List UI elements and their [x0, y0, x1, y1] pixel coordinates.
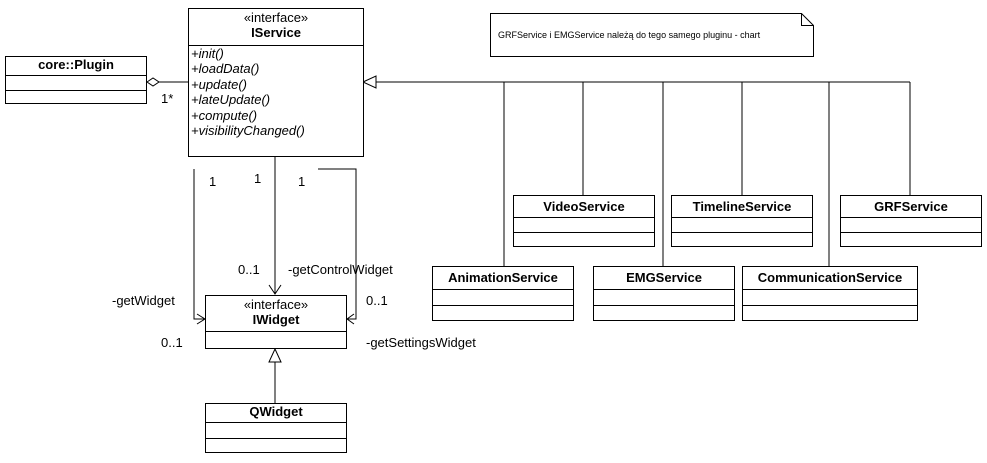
communicationservice-header: CommunicationService: [743, 267, 917, 290]
right-multiplicity-bottom: 0..1: [366, 293, 388, 308]
videoservice-operations: [514, 233, 654, 247]
emgservice-attributes: [594, 290, 734, 306]
communicationservice-operations: [743, 306, 917, 321]
plugin-attributes: [6, 76, 146, 91]
timelineservice-name: TimelineService: [692, 199, 792, 214]
plugin-multiplicity: 1*: [161, 91, 174, 106]
get-settings-widget-role: -getSettingsWidget: [366, 335, 476, 350]
timelineservice-class[interactable]: TimelineService: [671, 195, 813, 247]
iservice-stereotype: «interface»: [243, 10, 309, 25]
videoservice-attributes: [514, 218, 654, 233]
emgservice-class[interactable]: EMGService: [593, 266, 735, 321]
right-multiplicity-top: 1: [298, 174, 306, 189]
operation-compute: +compute(): [191, 107, 258, 123]
animationservice-operations: [433, 306, 573, 321]
grfservice-class[interactable]: GRFService: [840, 195, 982, 247]
qwidget-operations: [206, 439, 346, 454]
generalization-connector: [268, 347, 282, 403]
aggregation-connector: [146, 77, 188, 87]
timelineservice-attributes: [672, 218, 812, 233]
iservice-operations: +init() +loadData() +update() +lateUpdat…: [189, 46, 363, 138]
note-shape: [490, 13, 814, 57]
plugin-class[interactable]: core::Plugin: [5, 56, 147, 104]
videoservice-header: VideoService: [514, 196, 654, 218]
timelineservice-operations: [672, 233, 812, 247]
animationservice-class[interactable]: AnimationService: [432, 266, 574, 321]
iwidget-name: IWidget: [252, 312, 300, 327]
generalization-triangle-icon: [268, 347, 282, 363]
realization-connectors: [361, 75, 911, 266]
realization-triangle-icon: [361, 75, 377, 89]
operation-lateupdate: +lateUpdate(): [191, 92, 271, 108]
communicationservice-name: CommunicationService: [757, 270, 903, 285]
animationservice-header: AnimationService: [433, 267, 573, 290]
widget-associations: [193, 156, 357, 325]
iservice-header: «interface» IService: [189, 9, 363, 46]
emgservice-name: EMGService: [626, 270, 702, 285]
diagram-note: GRFService i EMGService należą do tego s…: [490, 13, 813, 56]
qwidget-header: QWidget: [206, 404, 346, 423]
timelineservice-header: TimelineService: [672, 196, 812, 218]
get-widget-role: -getWidget: [112, 293, 175, 308]
iservice-name: IService: [251, 25, 301, 40]
left-multiplicity-top: 1: [209, 174, 217, 189]
note-text: GRFService i EMGService należą do tego s…: [498, 30, 761, 40]
iservice-class[interactable]: «interface» IService +init() +loadData()…: [188, 8, 364, 157]
iwidget-header: «interface» IWidget: [206, 296, 346, 332]
iwidget-body: [206, 332, 346, 349]
operation-init: +init(): [191, 46, 224, 61]
qwidget-class[interactable]: QWidget: [205, 403, 347, 453]
plugin-name: core::Plugin: [38, 57, 114, 72]
qwidget-name: QWidget: [249, 404, 303, 419]
grfservice-header: GRFService: [841, 196, 981, 218]
communicationservice-attributes: [743, 290, 917, 306]
videoservice-class[interactable]: VideoService: [513, 195, 655, 247]
grfservice-name: GRFService: [874, 199, 948, 214]
operation-loaddata: +loadData(): [191, 61, 260, 77]
animationservice-name: AnimationService: [448, 270, 558, 285]
iwidget-stereotype: «interface»: [243, 297, 309, 312]
plugin-header: core::Plugin: [6, 57, 146, 76]
left-multiplicity-bottom: 0..1: [161, 335, 183, 350]
aggregation-diamond-icon: [146, 77, 160, 87]
emgservice-operations: [594, 306, 734, 321]
iwidget-class[interactable]: «interface» IWidget: [205, 295, 347, 349]
middle-multiplicity-top: 1: [254, 171, 262, 186]
operation-visibilitychanged: +visibilityChanged(): [191, 123, 305, 139]
emgservice-header: EMGService: [594, 267, 734, 290]
communicationservice-class[interactable]: CommunicationService: [742, 266, 918, 321]
grfservice-attributes: [841, 218, 981, 233]
get-control-widget-role: -getControlWidget: [288, 262, 393, 277]
middle-multiplicity-bottom: 0..1: [238, 262, 260, 277]
animationservice-attributes: [433, 290, 573, 306]
videoservice-name: VideoService: [543, 199, 625, 214]
qwidget-attributes: [206, 423, 346, 439]
operation-update: +update(): [191, 76, 248, 92]
grfservice-operations: [841, 233, 981, 247]
plugin-operations: [6, 91, 146, 105]
